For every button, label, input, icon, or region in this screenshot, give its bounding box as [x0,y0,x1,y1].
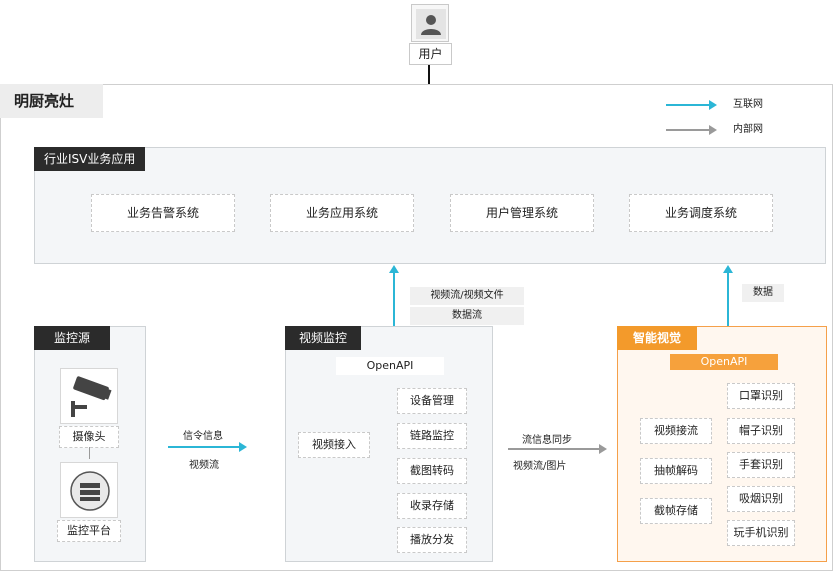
camera-to-platform-line [89,447,90,459]
vision-to-isv-label: 数据 [742,284,784,302]
camera-tile [60,368,118,424]
arrow-source-to-video [168,442,247,452]
source-to-video-label-bottom: 视频流 [189,460,219,471]
legend-intranet-label: 内部网 [733,124,763,135]
user-label: 用户 [409,43,452,65]
video-to-vision-label-top: 流信息同步 [522,435,572,446]
legend-internet-line [666,100,717,110]
recognition-glove: 手套识别 [727,452,795,478]
smart-vision-api: OpenAPI [670,354,778,370]
video-ingest: 视频接入 [298,432,370,458]
isv-item-application: 业务应用系统 [270,194,414,232]
user-icon [416,9,446,39]
video-to-isv-label-2: 数据流 [410,307,524,325]
camera-icon [71,376,112,417]
monitor-source-title: 监控源 [34,326,110,350]
video-function-playback: 播放分发 [397,527,467,553]
arrow-video-to-vision [508,444,607,454]
platform-tile [60,462,118,518]
recognition-hat: 帽子识别 [727,418,795,444]
video-monitor-api: OpenAPI [336,357,444,375]
video-monitor-title: 视频监控 [285,326,361,350]
user-avatar [411,4,449,42]
video-function-transcode: 截图转码 [397,458,467,484]
recognition-phone: 玩手机识别 [727,520,795,546]
video-function-link: 链路监控 [397,423,467,449]
isv-item-alarm: 业务告警系统 [91,194,235,232]
server-icon [70,471,110,511]
user-connector [428,65,430,86]
recognition-mask: 口罩识别 [727,383,795,409]
vision-pipeline-store: 截帧存储 [640,498,712,524]
arrow-vision-to-isv [723,265,733,338]
video-function-device: 设备管理 [397,388,467,414]
video-function-storage: 收录存储 [397,493,467,519]
isv-title: 行业ISV业务应用 [34,147,146,171]
recognition-smoking: 吸烟识别 [727,486,795,512]
video-to-vision-label-bottom: 视频流/图片 [513,461,567,472]
vision-pipeline-decode: 抽帧解码 [640,458,712,484]
source-to-video-label-top: 信令信息 [183,431,223,442]
arrow-video-to-isv [389,265,399,338]
isv-item-user-management: 用户管理系统 [450,194,594,232]
smart-vision-title: 智能视觉 [617,326,697,350]
legend-intranet-line [666,125,717,135]
legend-internet-label: 互联网 [733,99,763,110]
isv-item-dispatch: 业务调度系统 [629,194,773,232]
platform-label: 监控平台 [57,520,121,542]
video-to-isv-label-1: 视频流/视频文件 [410,287,524,305]
page-title: 明厨亮灶 [0,84,103,118]
vision-pipeline-receive: 视频接流 [640,418,712,444]
camera-label: 摄像头 [59,426,119,448]
